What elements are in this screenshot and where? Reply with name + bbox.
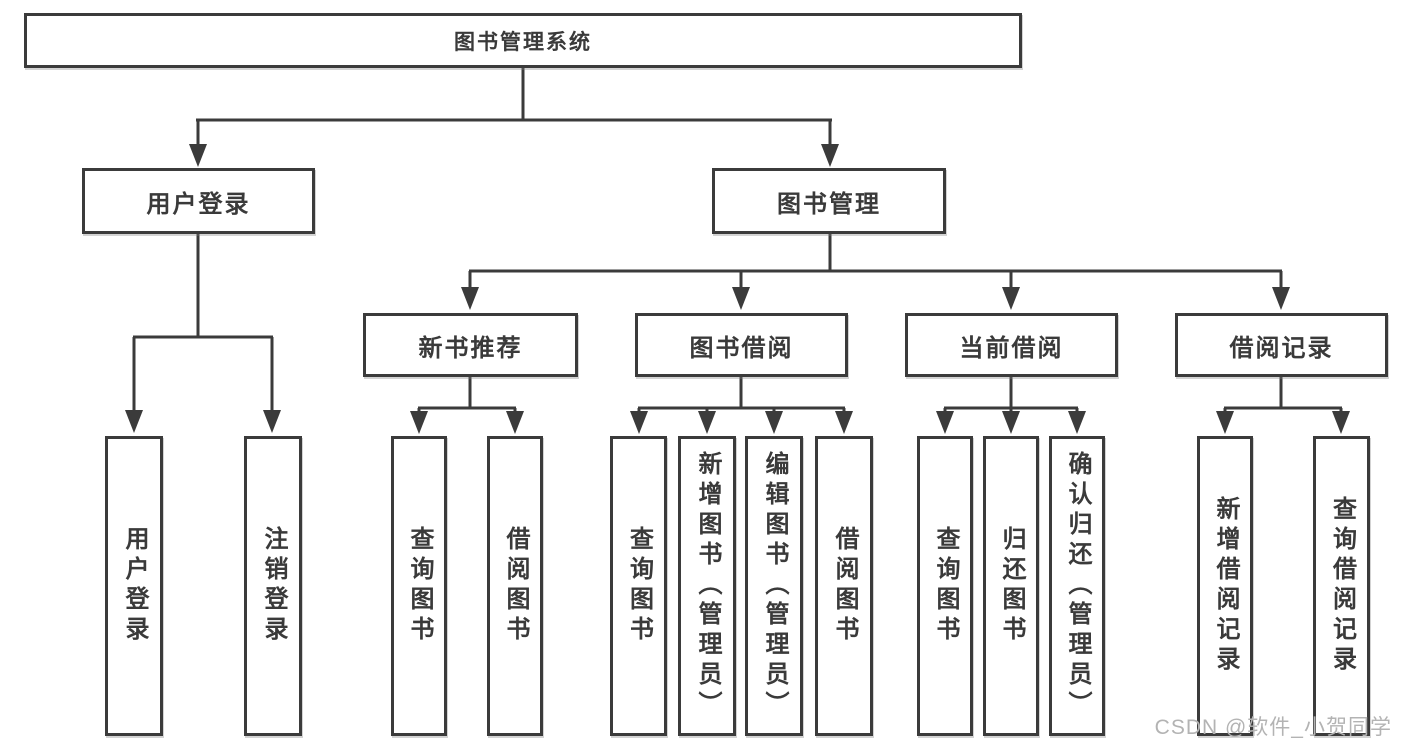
leaf-records-query-record: 查询借阅记录 (1313, 436, 1370, 736)
leaf-current-return-books: 归还图书 (983, 436, 1039, 736)
leaf-recommend-query-books: 查询图书 (391, 436, 447, 736)
leaf-borrow-borrow-books: 借阅图书 (815, 436, 873, 736)
leaf-current-confirm-return-admin: 确认归还（管理员） (1049, 436, 1105, 736)
node-library-management-system: 图书管理系统 (24, 13, 1022, 68)
leaf-recommend-borrow-books: 借阅图书 (487, 436, 543, 736)
leaf-records-add-record: 新增借阅记录 (1197, 436, 1253, 736)
node-user-login: 用户登录 (82, 168, 315, 234)
node-new-book-recommendation: 新书推荐 (363, 313, 578, 377)
node-current-borrowing: 当前借阅 (905, 313, 1118, 377)
watermark: CSDN @软件_小贺同学 (1154, 716, 1392, 739)
leaf-borrow-add-books-admin: 新增图书（管理员） (678, 436, 736, 736)
leaf-current-query-books: 查询图书 (917, 436, 973, 736)
leaf-borrow-edit-books-admin: 编辑图书（管理员） (745, 436, 803, 736)
node-book-management: 图书管理 (712, 168, 946, 234)
leaf-logout-login: 注销登录 (244, 436, 302, 736)
node-borrowing-records: 借阅记录 (1175, 313, 1388, 377)
leaf-borrow-query-books: 查询图书 (610, 436, 667, 736)
node-book-borrowing: 图书借阅 (635, 313, 848, 377)
leaf-user-login: 用户登录 (105, 436, 163, 736)
